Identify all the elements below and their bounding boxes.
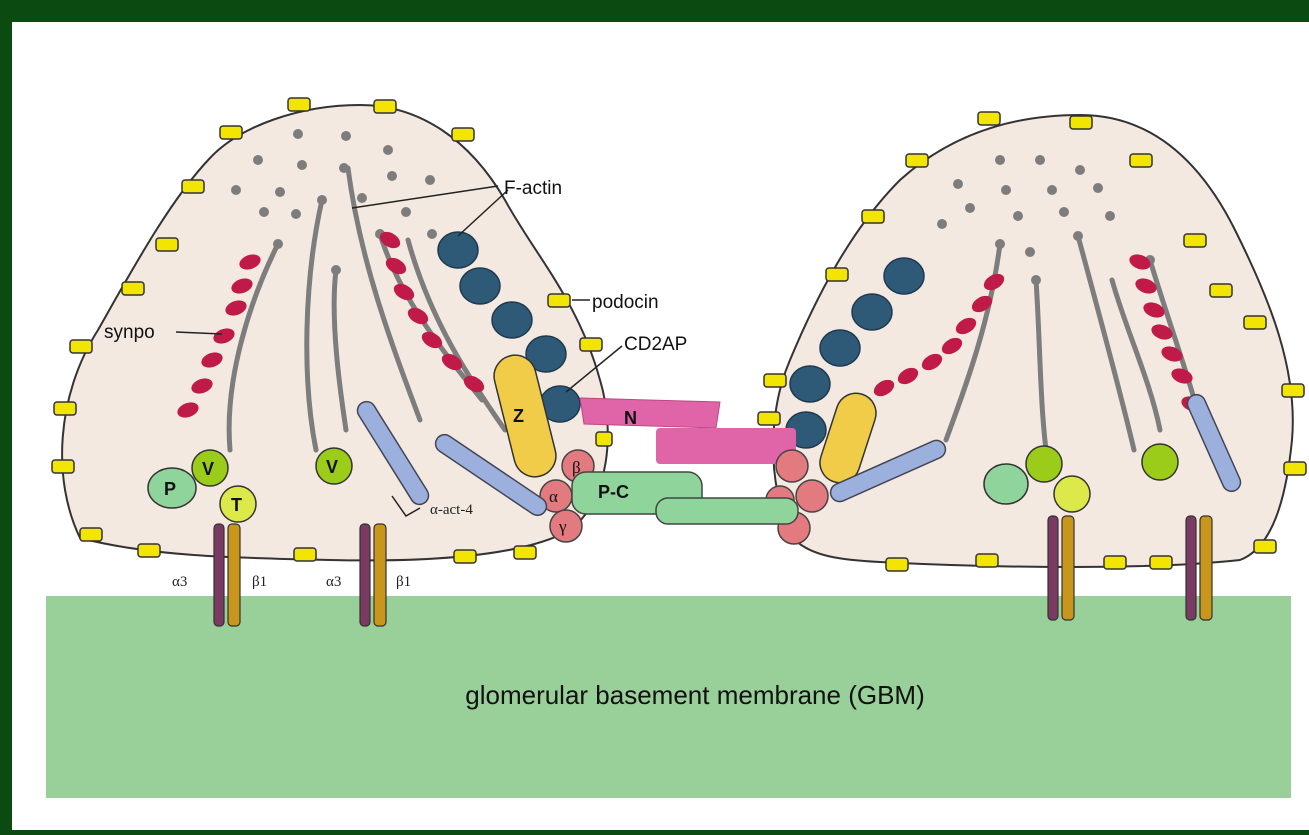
p-cadherin-right [656, 498, 798, 524]
talin-right [1054, 476, 1090, 512]
catenin-alpha: α [549, 487, 558, 506]
p-cadherin-label: P-C [598, 482, 629, 502]
vinculin-right-b [1142, 444, 1178, 480]
vinculin-right-a [1026, 446, 1062, 482]
nephrin-label: N [624, 408, 637, 428]
paxillin-right [984, 464, 1028, 504]
podocin-label: podocin [592, 292, 659, 313]
talin-label: T [231, 495, 242, 515]
nephrin-left [580, 398, 720, 428]
synpo-label: synpo [104, 322, 155, 343]
left-zo1-label: Z [513, 406, 524, 426]
f-actin-label: F-actin [504, 178, 562, 199]
cd2ap-label: CD2AP [624, 334, 687, 355]
integrin-alpha3-right: α3 [326, 574, 341, 590]
nephrin-right [656, 428, 796, 464]
integrin-beta1-right: β1 [396, 574, 411, 590]
integrin-beta1-left: β1 [252, 574, 267, 590]
integrin-alpha3-left: α3 [172, 574, 187, 590]
catenin-gamma: γ [558, 517, 567, 536]
gbm-label: glomerular basement membrane (GBM) [465, 680, 925, 710]
vinculin-label-a: V [202, 459, 214, 479]
vinculin-label-b: V [326, 457, 338, 477]
alpha-act-4-label: α-act-4 [430, 502, 473, 518]
paxillin-label: P [164, 479, 176, 499]
